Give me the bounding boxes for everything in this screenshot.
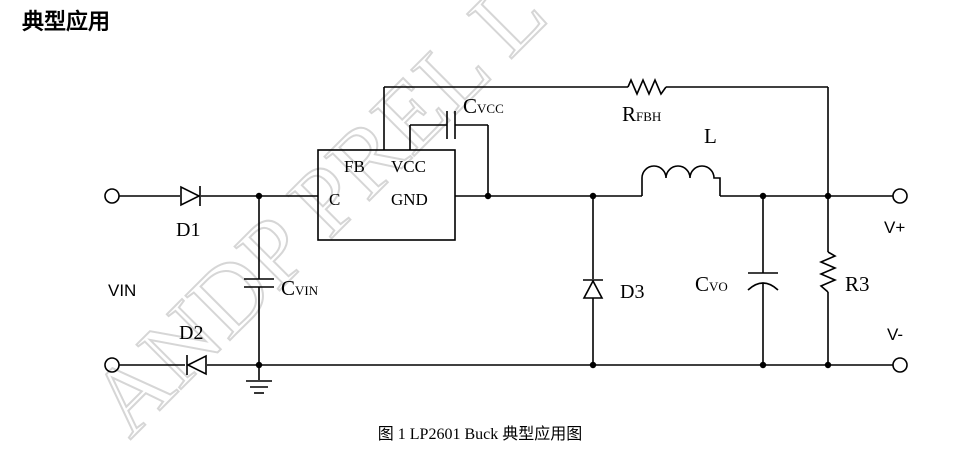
rfbh-label: RFBH: [622, 102, 661, 126]
d2-label: D2: [179, 322, 203, 344]
d3-label: D3: [620, 281, 644, 303]
r3-label: R3: [845, 272, 870, 296]
cvcc-capacitor: [409, 111, 489, 196]
vplus-label: V+: [884, 218, 905, 237]
feedback-wire: [383, 86, 829, 196]
cvin-label: CVIN: [281, 276, 319, 300]
d1-diode: [180, 185, 201, 207]
cvo-capacitor: [747, 196, 779, 365]
r3-resistor: [818, 196, 838, 365]
chip-pin-c: C: [329, 190, 340, 209]
ground-symbol: [246, 365, 272, 394]
cvo-label: CVO: [695, 272, 728, 296]
l-label: L: [704, 124, 717, 148]
vin-label: VIN: [108, 281, 136, 300]
cvin-capacitor: [244, 196, 274, 365]
junction-dots: [255, 192, 832, 369]
chip-pin-fb: FB: [344, 157, 365, 176]
ic-chip: [317, 149, 456, 241]
page-title: 典型应用: [22, 10, 111, 35]
chip-pin-gnd: GND: [391, 190, 428, 209]
chip-pin-vcc: VCC: [391, 157, 426, 176]
vout-plus-terminal: [892, 188, 908, 204]
vin-plus-terminal: [104, 188, 120, 204]
d3-diode: [582, 196, 604, 365]
cvcc-label: CVCC: [463, 94, 504, 118]
rfbh-resistor: [627, 77, 667, 97]
figure-caption: 图 1 LP2601 Buck 典型应用图: [377, 426, 583, 443]
d2-diode: [186, 354, 207, 376]
vout-minus-terminal: [892, 357, 908, 373]
l-inductor: [641, 165, 721, 196]
vminus-label: V-: [887, 325, 903, 344]
vin-minus-terminal: [104, 357, 120, 373]
d1-label: D1: [176, 219, 200, 241]
